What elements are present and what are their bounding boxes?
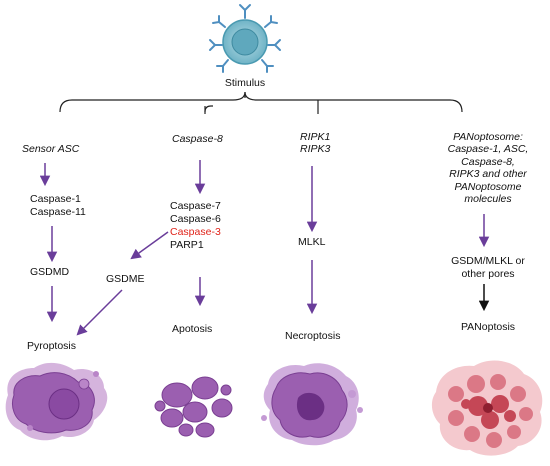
mediator-caspase-7: Caspase-7	[170, 200, 221, 212]
trigger-sensor-asc: Sensor ASC	[22, 143, 80, 155]
trigger-caspase-8: Caspase-8	[172, 133, 223, 145]
trigger-caspase-8: Caspase-8,	[461, 156, 515, 168]
trigger-ripk3: RIPK3	[300, 143, 331, 155]
effector-other-pores: other pores	[461, 268, 515, 280]
trigger-molecules: molecules	[464, 193, 512, 205]
mediator-caspase-11: Caspase-11	[30, 206, 86, 218]
receptor-icon	[212, 15, 226, 28]
effector-gsdm-mlkl: GSDM/MLKL or	[451, 255, 525, 267]
trigger-caspase-1-asc: Caspase-1, ASC,	[447, 143, 529, 155]
immune-cell-icon	[209, 4, 281, 73]
mediator-parp1: PARP1	[170, 239, 204, 251]
trigger-ripk3-and-other: RIPK3 and other	[449, 168, 527, 180]
receptor-icon	[209, 39, 223, 51]
outcome-pyroptosis: Pyroptosis	[27, 340, 77, 352]
receptor-icon	[264, 15, 278, 28]
trigger-ripk1: RIPK1	[300, 131, 331, 143]
outcome-panoptosis: PANoptosis	[460, 321, 516, 333]
mediator-caspase-1: Caspase-1	[30, 193, 81, 205]
receptor-icon	[267, 39, 281, 51]
trigger-panoptosome: PANoptosome:	[453, 131, 523, 143]
receptor-icon	[239, 4, 251, 19]
outcome-necroptosis: Necroptosis	[285, 330, 341, 342]
branch-gsdme: GSDME	[106, 273, 145, 285]
panoptotic-cell-icon	[431, 360, 543, 456]
mediator-caspase-6: Caspase-6	[170, 213, 221, 225]
receptor-icon	[261, 59, 274, 73]
effector-gsdmd: GSDMD	[30, 266, 70, 278]
apoptotic-bodies-icon	[154, 376, 233, 438]
necroptotic-cell-icon	[261, 363, 363, 446]
apoptosis-arrows	[76, 160, 206, 336]
pyroptotic-cell-icon	[5, 362, 108, 441]
outcome-apotosis: Apotosis	[172, 323, 213, 335]
stimulus-label: Stimulus	[224, 77, 266, 89]
stimulus-bracket	[59, 91, 463, 114]
effector-mlkl: MLKL	[298, 236, 326, 248]
mediator-caspase-3: Caspase-3	[170, 226, 221, 238]
trigger-panoptosome-word: PANoptosome	[454, 181, 522, 193]
pyroptosis-arrows	[39, 163, 58, 323]
receptor-icon	[216, 59, 229, 73]
